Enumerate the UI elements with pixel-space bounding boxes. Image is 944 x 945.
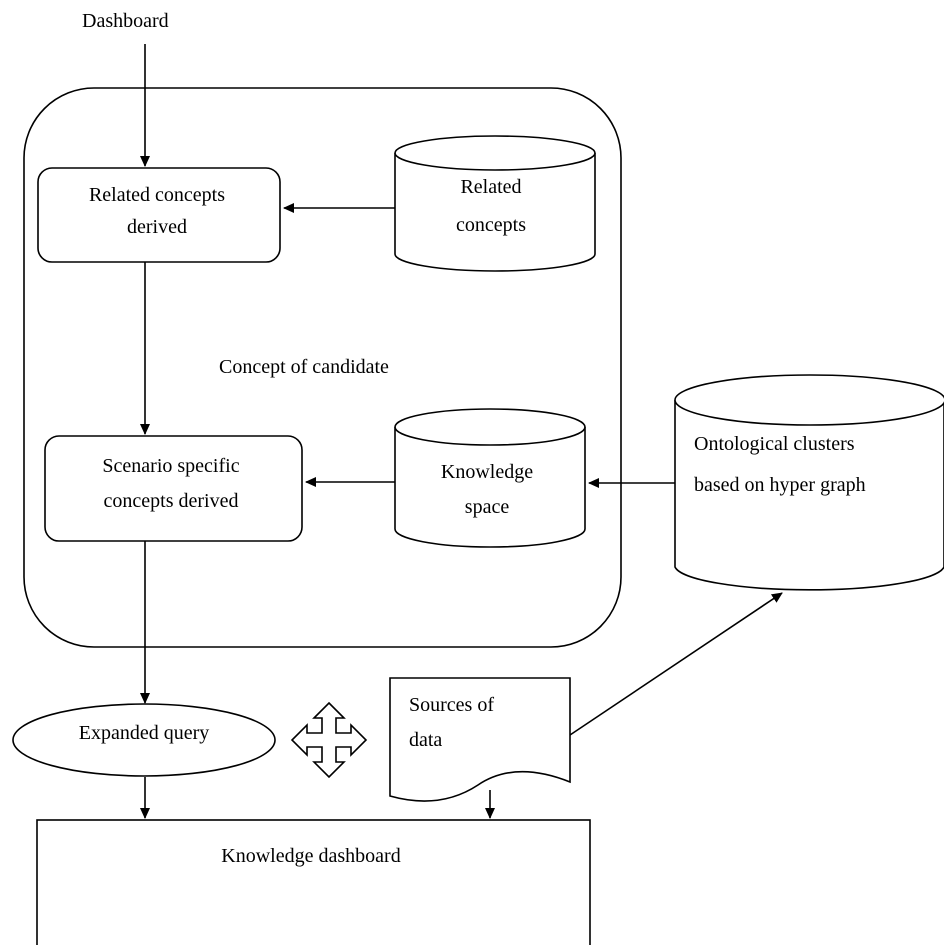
related-derived-line-1: Related concepts [89,184,225,206]
knowledge-dashboard-label: Knowledge dashboard [221,845,400,867]
ontological-clusters-database: Ontological clusters based on hyper grap… [674,374,944,591]
concept-of-candidate-label: Concept of candidate [219,356,389,378]
sources-of-data-document: Sources of data [389,677,571,802]
expanded-query-label: Expanded query [79,722,210,744]
ontological-line-1: Ontological clusters [694,433,855,455]
knowledge-dashboard-box: Knowledge dashboard [36,819,591,945]
knowledge-space-database: Knowledge space [394,408,586,548]
dashboard-label: Dashboard [82,10,169,32]
expanded-query-node: Expanded query [12,703,276,777]
related-derived-line-2: derived [127,216,187,238]
knowledge-space-line-1: Knowledge [441,461,533,483]
related-db-line-1: Related [460,176,521,198]
arrow-sources-to-ontological [569,592,783,736]
knowledge-space-line-2: space [465,496,510,518]
related-concepts-derived-box: Related concepts derived [37,167,281,263]
move-arrows-icon [290,701,368,779]
scenario-derived-line-2: concepts derived [104,490,239,512]
sources-line-1: Sources of [409,694,494,716]
related-concepts-database: Related concepts [394,135,596,272]
ontological-line-2: based on hyper graph [694,474,866,496]
related-db-line-2: concepts [456,214,526,236]
scenario-specific-concepts-box: Scenario specific concepts derived [44,435,303,542]
scenario-derived-line-1: Scenario specific [102,455,239,477]
sources-line-2: data [409,729,442,751]
